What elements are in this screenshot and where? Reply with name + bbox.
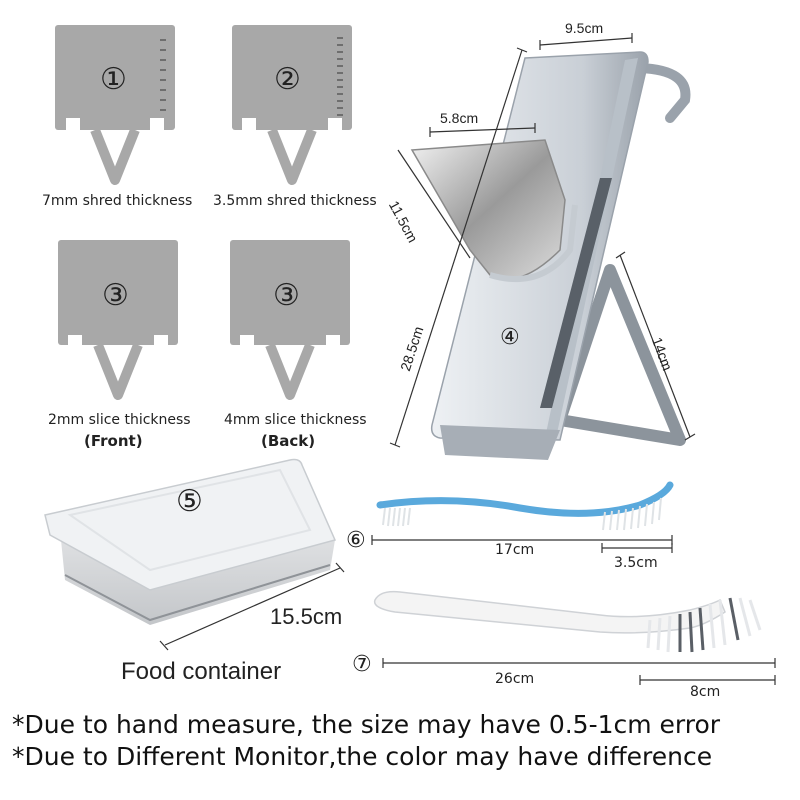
slicer-chute-width-label: 5.8cm — [440, 110, 479, 126]
container-shape — [44, 458, 345, 651]
note-measure: *Due to hand measure, the size may have … — [12, 710, 721, 739]
brush-large-number: ⑦ — [352, 652, 372, 677]
blade-3-back-label: 4mm slice thickness — [224, 412, 367, 428]
slicer-width-label: 9.5cm — [565, 20, 604, 36]
blade-2-number: ② — [274, 62, 301, 97]
slicer-shape — [389, 33, 696, 460]
blade-2-label: 3.5mm shred thickness — [213, 193, 377, 209]
brush-small-head-label: 3.5cm — [614, 555, 658, 571]
blade-3-front-shape — [58, 240, 178, 400]
slicer-number: ④ — [500, 325, 520, 350]
blade-3-back-shape — [230, 240, 350, 400]
note-color: *Due to Different Monitor,the color may … — [12, 742, 713, 771]
brush-small-number: ⑥ — [346, 528, 366, 553]
brush-large-head-label: 8cm — [690, 684, 721, 700]
small-brush-shape — [371, 481, 674, 553]
container-length-label: 15.5cm — [270, 604, 343, 629]
container-caption: Food container — [121, 658, 282, 685]
blade-3-front-number: ③ — [102, 278, 129, 313]
blade-1-label: 7mm shred thickness — [42, 193, 193, 209]
blade-3-front-sub: (Front) — [84, 432, 143, 450]
blade-3-front-label: 2mm slice thickness — [48, 412, 191, 428]
blade-1-shape — [55, 25, 175, 185]
container-number: ⑤ — [176, 484, 203, 519]
large-brush-shape — [373, 590, 776, 685]
brush-large-length-label: 26cm — [495, 671, 535, 687]
blade-2-shape — [232, 25, 352, 185]
blade-3-back-sub: (Back) — [261, 432, 316, 450]
blade-1-number: ① — [100, 62, 127, 97]
brush-small-length-label: 17cm — [495, 542, 535, 558]
blade-3-back-number: ③ — [273, 278, 300, 313]
